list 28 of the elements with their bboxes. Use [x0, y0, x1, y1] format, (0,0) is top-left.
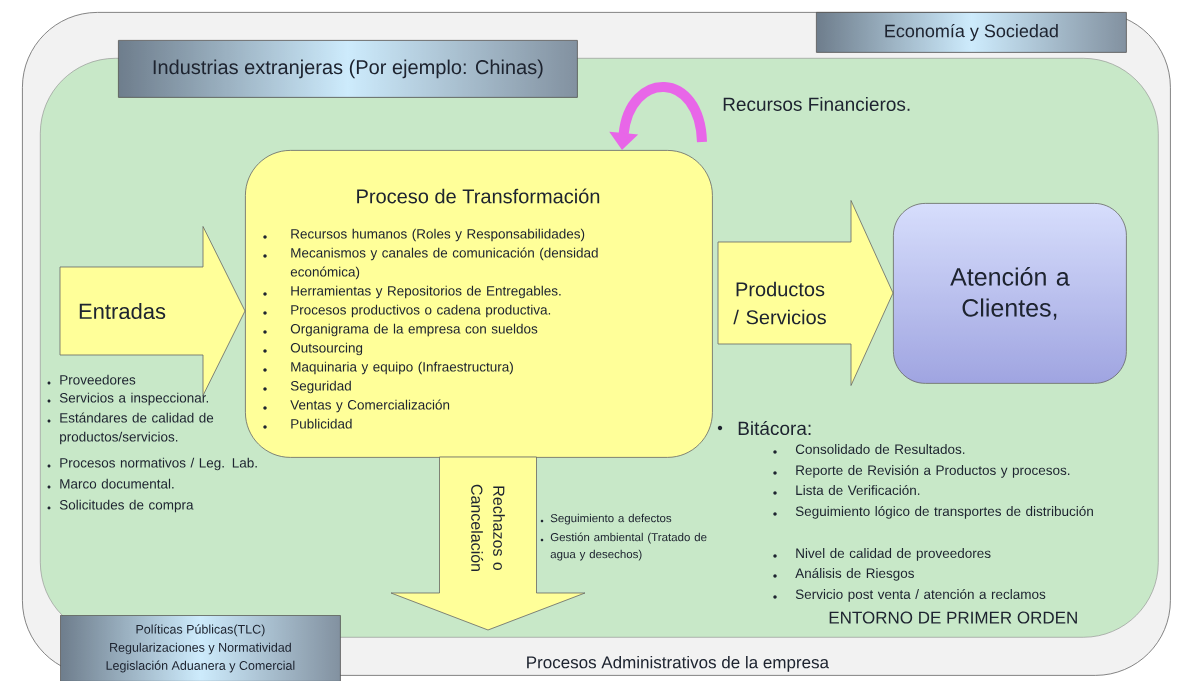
block-arrow	[717, 200, 894, 386]
rounded-box: Atención a Clientes,	[893, 203, 1127, 384]
bullet-item: Análisis de Riesgos	[773, 567, 914, 581]
bullet-item: Reporte de Revisión a Productos y procesos.	[773, 464, 1070, 478]
title-tab: Políticas Públicas(TLC) Regularizaciones y Normatividad Legislación Aduanera y Comercial	[60, 615, 341, 681]
process-box: Proceso de Transformación Recursos humanos (Roles y Responsabilidades) Mecanismos y canales de comunicación (densidad económica) Herramientas y Repositorios de Entregables. Procesos productivos o cadena productiva. Organigrama de la empresa con sueldos Outsourcing Maquinaria y equipo (Infraestructura) Seguridad Ventas y Comercialización Publicidad	[245, 150, 713, 458]
bullet-item: Proveedores	[47, 374, 136, 385]
bullet-item: Seguimiento a defectos	[540, 513, 672, 525]
edge-label: Productos / Servicios	[733, 281, 826, 325]
bullet-item: Solicitudes de compra	[47, 499, 194, 513]
bullet-item: Servicio post venta / atención a reclamos	[773, 588, 1046, 602]
note-text: Recursos Financieros.	[723, 97, 910, 111]
bullet-item: Gestión ambiental (Tratado de agua y desechos)	[540, 532, 707, 561]
bullet-item: Lista de Verificación.	[773, 484, 920, 495]
bullet-item: Nivel de calidad de proveedores	[773, 548, 991, 561]
block-arrow	[390, 456, 586, 631]
bullet-item: Estándares de calidad de productos/servicios.	[47, 412, 214, 445]
bullet-item: Procesos normativos / Leg. Lab.	[47, 457, 257, 471]
bullet-item: Marco documental.	[47, 478, 174, 489]
bullet-item: Consolidado de Resultados.	[773, 444, 965, 454]
edge-label: Entradas	[79, 302, 166, 320]
bullet-item: Bitácora:	[717, 420, 811, 436]
edge-label: Rechazos o Cancelación	[471, 484, 505, 571]
bullet-item: Servicios a inspeccionar.	[47, 392, 208, 406]
title-tab: Economía y Sociedad	[816, 12, 1127, 53]
bullet-item: Seguimiento lógico de transportes de distribución	[773, 505, 1093, 519]
block-arrow	[59, 226, 246, 396]
title-tab: Industrias extranjeras (Por ejemplo: Chinas)	[118, 40, 578, 98]
